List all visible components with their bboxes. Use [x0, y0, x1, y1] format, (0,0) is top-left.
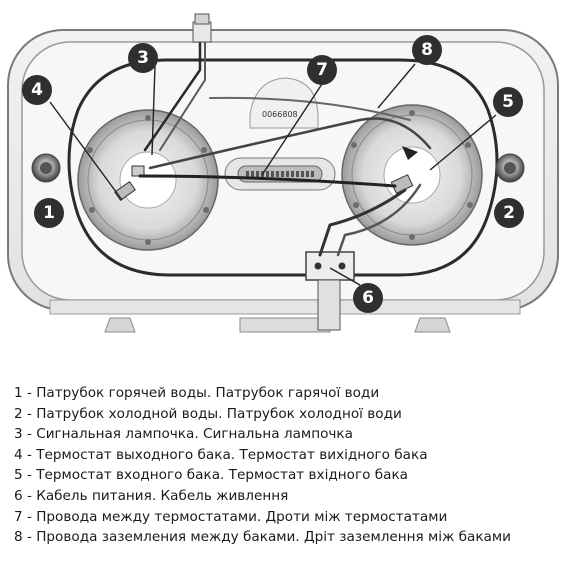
svg-text:3: 3	[137, 48, 149, 68]
callout-8: 8	[412, 35, 442, 65]
pcb-code: 0066808	[262, 110, 298, 119]
signal-lamp-connector	[192, 13, 212, 43]
callout-2: 2	[494, 198, 524, 228]
legend-item-5: 5 - Термостат входного бака. Термостат в…	[14, 467, 408, 484]
svg-text:1: 1	[43, 203, 55, 223]
central-heater-element	[224, 157, 336, 191]
harness-loop	[67, 58, 499, 277]
right-flange-bolts	[351, 110, 473, 240]
legend-list: 1 - Патрубок горячей воды. Патрубок гаря…	[14, 383, 511, 548]
svg-text:5: 5	[502, 92, 514, 112]
callout-4: 4	[22, 75, 52, 105]
callout-5: 5	[493, 87, 523, 117]
svg-text:7: 7	[316, 60, 328, 80]
outlet-thermostat	[114, 165, 145, 201]
left-tank-flange	[77, 109, 219, 251]
legend-item-2: 2 - Патрубок холодной воды. Патрубок хол…	[14, 405, 402, 422]
legend-item-3: 3 - Сигнальная лампочка. Сигнальна лампо…	[14, 426, 353, 443]
terminal-block	[305, 251, 355, 331]
legend-item-8: 8 - Провода заземления между баками. Дрі…	[14, 529, 511, 546]
svg-text:6: 6	[362, 288, 374, 308]
hot-water-nipple	[31, 153, 61, 183]
callout-6: 6	[353, 283, 383, 313]
svg-text:8: 8	[421, 40, 433, 60]
svg-text:2: 2	[503, 203, 515, 223]
left-flange-bolts	[87, 115, 209, 245]
callout-7: 7	[307, 55, 337, 85]
legend-item-6: 6 - Кабель питания. Кабель живлення	[14, 487, 289, 504]
callout-leaders	[49, 63, 497, 286]
legend-item-4: 4 - Термостат выходного бака. Термостат …	[14, 446, 428, 463]
right-tank-flange	[341, 104, 483, 246]
callout-3: 3	[128, 43, 158, 73]
cold-water-nipple	[495, 153, 525, 183]
legend-item-1: 1 - Патрубок горячей воды. Патрубок гаря…	[14, 385, 380, 401]
legend-item-7: 7 - Провода между термостатами. Дроти мі…	[14, 508, 448, 525]
svg-text:4: 4	[31, 80, 43, 100]
water-heater-wiring-diagram: 0066808 1	[7, 13, 559, 333]
callout-1: 1	[34, 198, 64, 228]
